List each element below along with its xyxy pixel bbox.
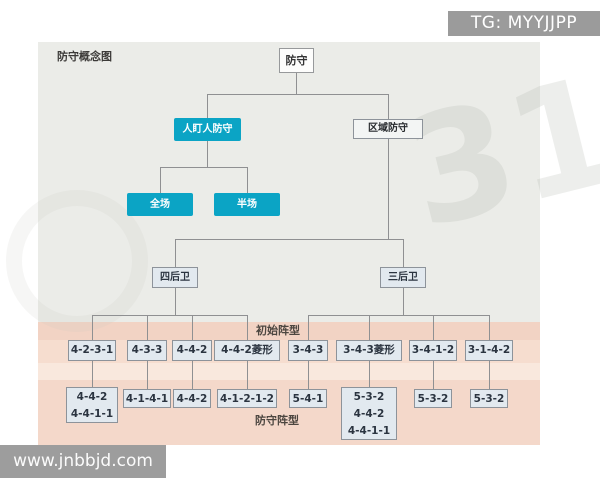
formation-line: 5-4-1 <box>292 393 324 405</box>
initial-formation-4-4-2: 4-4-2 <box>172 340 212 361</box>
connector <box>160 167 161 193</box>
initial-formation-4-4-2-diamond: 4-4-2菱形 <box>214 340 280 361</box>
initial-formation-3-4-3: 3-4-3 <box>288 340 328 361</box>
node-half-court: 半场 <box>214 193 280 216</box>
formation-line: 5-3-2 <box>353 391 385 403</box>
defensive-formation-group-4: 4-1-2-1-2 <box>217 389 277 408</box>
connector <box>175 288 176 315</box>
diagram-title: 防守概念图 <box>57 50 112 63</box>
formation-line: 4-4-1-1 <box>70 408 114 420</box>
defensive-formation-group-6: 5-3-2 4-4-2 4-4-1-1 <box>341 387 397 440</box>
label-initial-formation: 初始阵型 <box>256 324 300 337</box>
formation-line: 5-3-2 <box>417 393 449 405</box>
connector <box>175 239 176 267</box>
connector <box>92 315 93 340</box>
connector <box>388 94 389 119</box>
node-full-court: 全场 <box>127 193 193 216</box>
node-defense-root: 防守 <box>279 48 314 73</box>
connector <box>247 361 248 389</box>
connector <box>160 167 248 168</box>
initial-formation-3-1-4-2: 3-1-4-2 <box>465 340 513 361</box>
formation-line: 4-4-2 <box>76 391 108 403</box>
formation-line: 5-3-2 <box>473 393 505 405</box>
initial-formation-4-3-3: 4-3-3 <box>127 340 167 361</box>
site-watermark: www.jnbbjd.com <box>0 445 166 478</box>
connector <box>388 139 389 239</box>
connector <box>247 167 248 193</box>
defensive-formation-group-7: 5-3-2 <box>414 389 452 408</box>
connector <box>175 239 404 240</box>
pink-band-top <box>38 322 540 340</box>
connector <box>489 361 490 389</box>
connector <box>192 361 193 389</box>
connector <box>296 73 297 94</box>
defensive-formation-group-8: 5-3-2 <box>470 389 508 408</box>
defensive-formation-group-1: 4-4-2 4-4-1-1 <box>66 387 118 423</box>
connector <box>433 315 434 340</box>
connector <box>308 315 490 316</box>
connector <box>92 315 248 316</box>
formation-line: 4-4-1-1 <box>347 425 391 437</box>
connector <box>207 94 208 118</box>
defensive-formation-group-5: 5-4-1 <box>289 389 327 408</box>
node-man-marking-defense: 人盯人防守 <box>174 118 241 141</box>
connector <box>308 315 309 340</box>
connector <box>403 288 404 315</box>
defensive-formation-group-2: 4-1-4-1 <box>123 389 171 408</box>
node-four-backs: 四后卫 <box>152 267 198 288</box>
node-three-backs: 三后卫 <box>380 267 426 288</box>
connector <box>192 315 193 340</box>
initial-formation-4-2-3-1: 4-2-3-1 <box>68 340 116 361</box>
connector <box>147 315 148 340</box>
formation-line: 4-4-2 <box>353 408 385 420</box>
connector <box>369 315 370 340</box>
formation-line: 4-1-2-1-2 <box>220 393 274 405</box>
connector <box>433 361 434 389</box>
connector <box>308 361 309 389</box>
connector <box>369 361 370 387</box>
connector <box>247 315 248 340</box>
formation-line: 4-4-2 <box>176 393 208 405</box>
formation-line: 4-1-4-1 <box>125 393 169 405</box>
connector <box>489 315 490 340</box>
connector <box>207 94 389 95</box>
label-defensive-formation: 防守阵型 <box>255 414 299 427</box>
defensive-formation-group-3: 4-4-2 <box>173 389 211 408</box>
connector <box>403 239 404 267</box>
connector <box>92 361 93 389</box>
pink-band-gap <box>38 363 540 380</box>
node-zone-defense: 区域防守 <box>353 119 423 139</box>
initial-formation-3-4-1-2: 3-4-1-2 <box>409 340 457 361</box>
connector <box>207 141 208 167</box>
connector <box>147 361 148 389</box>
initial-formation-3-4-3-diamond: 3-4-3菱形 <box>336 340 402 361</box>
tg-contact-badge: TG: MYYJJPP <box>448 11 600 36</box>
